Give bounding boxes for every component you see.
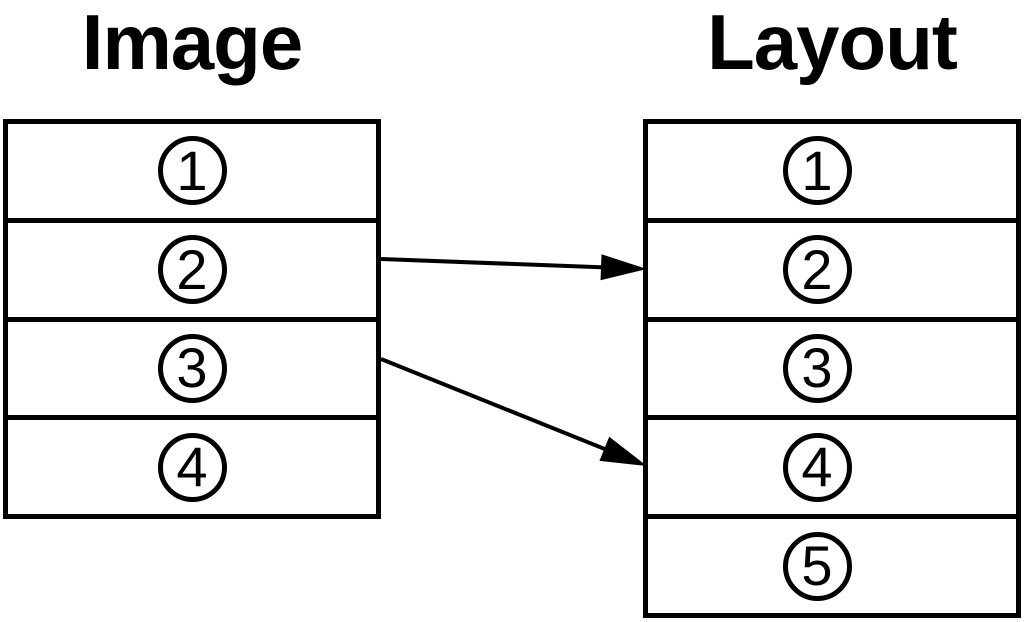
- layout-row-5-badge: 5: [782, 531, 852, 601]
- layout-panel-title: Layout: [707, 0, 958, 86]
- layout-row-2-number: 2: [801, 237, 833, 301]
- image-row-2-number: 2: [176, 237, 208, 301]
- layout-row-5-number: 5: [801, 534, 833, 598]
- arrow-image-2-to-layout-2: [380, 254, 647, 281]
- image-panel-title: Image: [81, 0, 303, 86]
- image-row-1: 1: [8, 124, 376, 218]
- layout-row-1-number: 1: [801, 138, 833, 202]
- arrow-image-3-to-layout-4-line: [380, 357, 615, 455]
- layout-row-5: 5: [648, 514, 1016, 613]
- layout-row-1: 1: [648, 124, 1016, 218]
- layout-row-2: 2: [648, 217, 1016, 317]
- image-row-3-badge: 3: [157, 333, 227, 403]
- layout-row-2-badge: 2: [782, 235, 852, 305]
- layout-panel: 1 2 3 4 5: [643, 119, 1021, 618]
- image-row-4-number: 4: [176, 435, 208, 499]
- layout-row-3-number: 3: [801, 336, 833, 400]
- image-row-4-badge: 4: [157, 432, 227, 502]
- arrow-image-2-to-layout-2-head-icon: [600, 254, 647, 281]
- image-row-3-number: 3: [176, 336, 208, 400]
- layout-row-3-badge: 3: [782, 333, 852, 403]
- arrow-image-3-to-layout-4: [380, 357, 647, 466]
- image-row-2: 2: [8, 217, 376, 317]
- image-row-2-badge: 2: [157, 235, 227, 305]
- arrow-image-3-to-layout-4-head-icon: [599, 436, 647, 466]
- image-row-3: 3: [8, 316, 376, 416]
- image-row-1-badge: 1: [157, 136, 227, 206]
- image-row-4: 4: [8, 415, 376, 514]
- image-row-1-number: 1: [176, 138, 208, 202]
- layout-row-4-badge: 4: [782, 432, 852, 502]
- image-panel: 1 2 3 4: [3, 119, 381, 519]
- layout-row-4-number: 4: [801, 435, 833, 499]
- layout-row-1-badge: 1: [782, 136, 852, 206]
- layout-row-3: 3: [648, 316, 1016, 416]
- arrow-image-2-to-layout-2-line: [380, 257, 612, 270]
- layout-row-4: 4: [648, 415, 1016, 514]
